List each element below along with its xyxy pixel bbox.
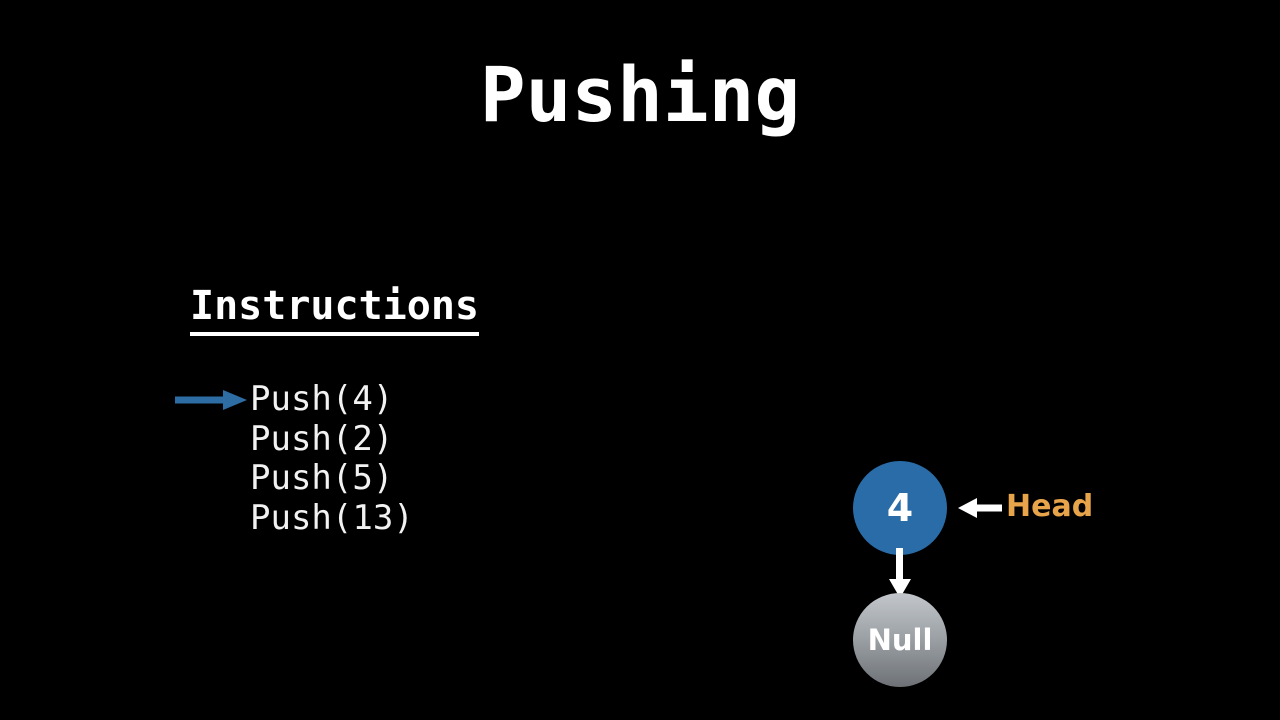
page-title: Pushing bbox=[479, 50, 801, 139]
list-node-null: Null bbox=[853, 593, 947, 687]
list-node-value: 4 bbox=[886, 486, 914, 530]
list-item: Push(13) bbox=[250, 497, 414, 538]
list-node-head: 4 bbox=[853, 461, 947, 555]
linked-list-diagram: 4 Null Head bbox=[830, 440, 1130, 700]
list-item: Push(4) bbox=[250, 379, 394, 419]
right-arrow-icon bbox=[175, 390, 247, 410]
down-arrow-icon bbox=[889, 548, 911, 598]
instructions-panel: Instructions Push(4) Push(2) Push(5) Pus… bbox=[175, 282, 695, 537]
instruction-list: Push(4) Push(2) Push(5) Push(13) bbox=[250, 379, 414, 538]
list-node-value: Null bbox=[867, 623, 933, 657]
list-item: Push(5) bbox=[250, 458, 394, 498]
head-pointer-label: Head bbox=[1006, 489, 1094, 524]
instructions-heading: Instructions bbox=[190, 282, 479, 336]
list-item: Push(2) bbox=[250, 418, 394, 459]
left-arrow-icon bbox=[958, 498, 1002, 518]
